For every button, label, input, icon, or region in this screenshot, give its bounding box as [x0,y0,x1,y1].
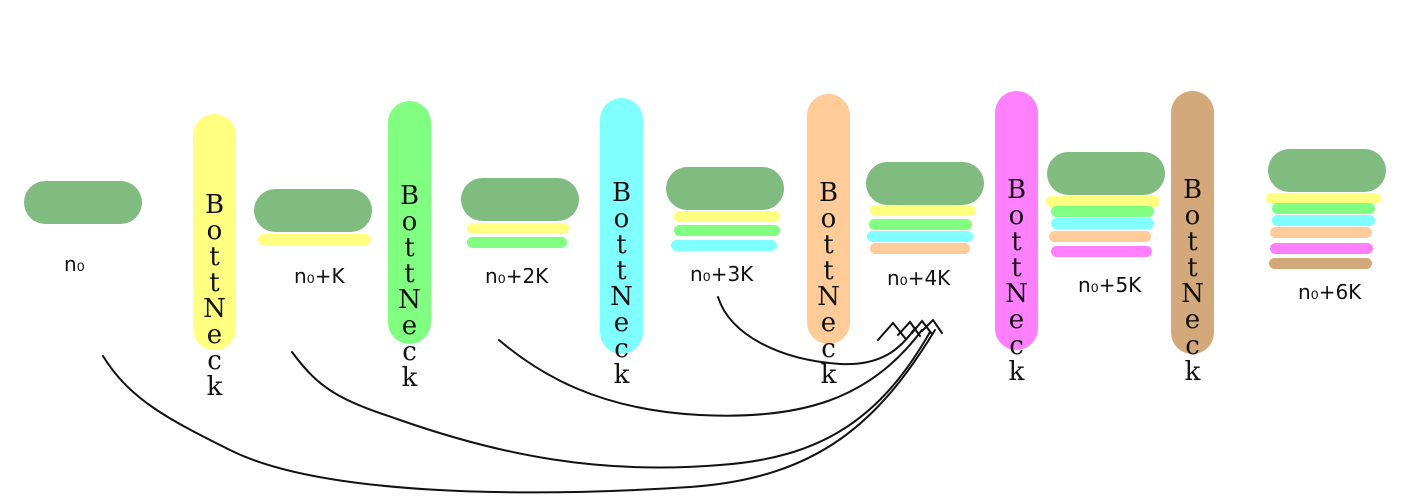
feature-bar-cyan [867,231,973,242]
feature-map-block [1268,149,1386,192]
feature-bar-peach [870,243,970,254]
feature-bar-yellow [258,234,371,245]
feature-map-block [866,162,984,205]
feature-bar-green [869,219,972,230]
feature-bar-yellow [870,205,976,216]
feature-bar-peach [1270,227,1372,238]
feature-map-block [1047,152,1165,195]
feature-bar-green [1272,203,1375,214]
feature-bar-green [1051,206,1154,217]
feature-bar-peach [1049,231,1151,242]
arrowhead-icon [897,320,921,337]
feature-map-block [666,167,784,210]
feature-bar-green [674,225,780,236]
feature-bar-yellow [467,223,569,234]
feature-bar-cyan [671,240,777,251]
feature-label: n₀+5K [1078,273,1142,297]
feature-label: n₀+3K [690,262,754,286]
feature-bar-cyan [1272,215,1375,226]
feature-bar-yellow [1046,196,1160,207]
feature-bar-tan [1269,258,1372,269]
feature-bar-yellow [674,211,780,222]
feature-bar-magenta [1270,243,1373,254]
feature-bar-cyan [1051,218,1154,229]
feature-map-block [461,178,579,221]
feature-bar-yellow [1266,193,1381,204]
feature-bar-green [467,237,567,248]
feature-bar-magenta [1051,246,1152,257]
arrowhead-icon [921,318,943,334]
feature-label: n₀ [64,252,85,276]
feature-label: n₀+4K [887,266,951,290]
arrowhead-icon [911,319,933,335]
arrowhead-icon [877,321,906,341]
feature-map-block [24,181,142,224]
feature-map-block [254,189,372,232]
feature-label: n₀+2K [485,264,549,288]
feature-label: n₀+6K [1298,280,1362,304]
skip-connection-arrow [498,329,923,417]
feature-label: n₀+K [294,264,345,288]
